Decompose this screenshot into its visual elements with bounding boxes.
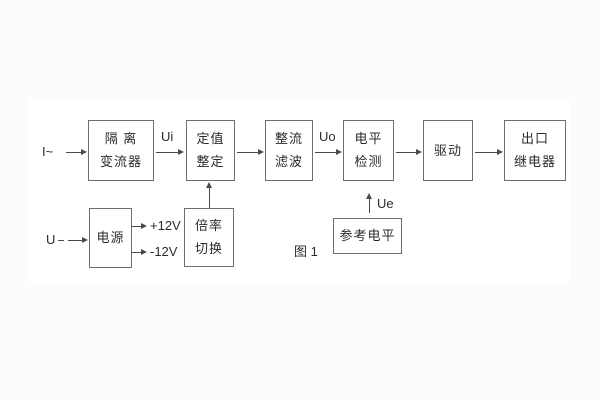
input-current-label: I~ (42, 144, 54, 159)
signal-ui-label: Ui (161, 129, 174, 144)
block-label: 电平 (354, 131, 383, 146)
block-level-detection: 电平 检测 (343, 120, 394, 181)
arrow-level-to-driver (396, 149, 422, 155)
block-label: 整定 (196, 154, 225, 169)
arrow-driver-to-relay (475, 149, 503, 155)
block-label: 整流 (274, 131, 303, 146)
block-ratio-switch: 倍率 切换 (184, 208, 234, 267)
block-setting-adjust: 定值 整定 (186, 120, 235, 181)
block-label: 继电器 (513, 154, 556, 169)
block-driver: 驱动 (423, 120, 473, 181)
signal-ue-label: Ue (377, 196, 394, 211)
block-rectifier-filter: 整流 滤波 (265, 120, 313, 181)
figure-caption: 图 1 (294, 244, 318, 259)
block-label: 切换 (194, 241, 223, 256)
block-label: 电源 (96, 230, 125, 245)
block-label: 检测 (354, 154, 383, 169)
block-label: 参考电平 (339, 228, 396, 243)
block-reference-level: 参考电平 (333, 218, 402, 254)
block-label: 倍率 (194, 218, 223, 233)
arrow-supply-neg12v (131, 249, 147, 255)
arrow-ratio-to-setting (205, 182, 212, 208)
arrow-supply-pos12v (131, 223, 147, 229)
block-label: 定值 (196, 131, 225, 146)
signal-uo-label: Uo (319, 129, 336, 144)
arrow-isolation-to-setting (156, 149, 184, 155)
line-input-voltage-dash (58, 240, 64, 241)
arrow-setting-to-rectifier (237, 149, 264, 155)
input-voltage-label: U (46, 232, 56, 247)
block-label: 隔 离 (104, 131, 138, 146)
block-label: 变流器 (99, 154, 142, 169)
block-label: 驱动 (433, 142, 462, 158)
rail-pos12v-label: +12V (150, 218, 181, 233)
arrow-input-voltage (68, 237, 88, 243)
block-label: 出口 (520, 131, 549, 146)
arrow-rectifier-to-level (315, 149, 342, 155)
arrow-input-current (66, 149, 87, 155)
arrow-reference-ue (365, 193, 372, 213)
block-power-supply: 电源 (89, 208, 132, 268)
block-output-relay: 出口 继电器 (504, 120, 566, 181)
rail-neg12v-label: -12V (150, 244, 178, 259)
block-isolation-transformer: 隔 离 变流器 (88, 120, 154, 181)
block-label: 滤波 (274, 154, 303, 169)
